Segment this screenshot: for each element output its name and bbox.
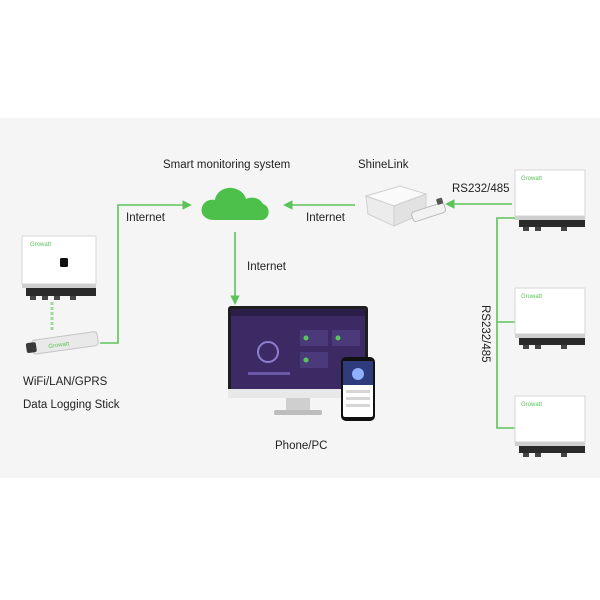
internet-label-mid: Internet <box>306 212 345 224</box>
stick-label-line2: Data Logging Stick <box>23 399 120 411</box>
internet-label-left: Internet <box>126 212 165 224</box>
inverter-logo: Growatt <box>521 294 542 300</box>
internet-label-down: Internet <box>247 261 286 273</box>
cloud-icon <box>201 187 269 220</box>
inverter-icon: Growatt <box>514 287 586 349</box>
stick-label-line1: WiFi/LAN/GPRS <box>23 376 108 388</box>
inverter-icon: Growatt <box>514 169 586 231</box>
cloud-title: Smart monitoring system <box>163 159 291 171</box>
inverter-logo: Growatt <box>521 176 542 182</box>
inverter-icon: Growatt <box>21 235 97 300</box>
rs-label-top: RS232/485 <box>452 183 510 195</box>
inverter-logo: Growatt <box>521 402 542 408</box>
logging-stick-icon: Growatt <box>25 331 99 355</box>
line-stick-to-cloud <box>100 200 192 344</box>
stick-logo: Growatt <box>48 341 70 350</box>
phone-icon <box>341 357 375 421</box>
shinelink-title: ShineLink <box>358 159 409 171</box>
line-rs-bus <box>496 217 518 429</box>
router-icon <box>364 185 446 227</box>
inverter-logo: Growatt <box>30 242 51 248</box>
background-band <box>0 118 600 478</box>
inverter-icon: Growatt <box>514 395 586 457</box>
rs-label-vertical: RS232/485 <box>479 305 491 363</box>
phone-pc-label: Phone/PC <box>275 440 328 452</box>
